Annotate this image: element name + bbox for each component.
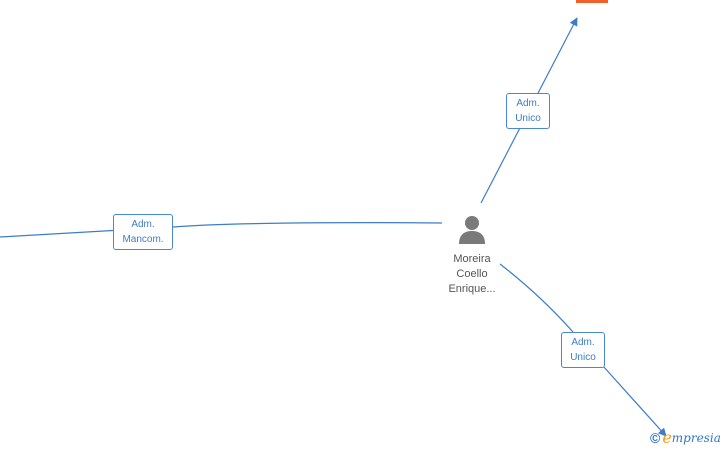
edge-label-line: Adm. bbox=[131, 219, 155, 230]
empresia-watermark: © e mpresia bbox=[650, 428, 721, 447]
logo-text: mpresia bbox=[671, 430, 721, 445]
edge-line-bottom[interactable] bbox=[499, 263, 666, 436]
person-name-line: Enrique... bbox=[448, 283, 496, 295]
copyright-icon: © bbox=[650, 429, 661, 446]
edge-label-top[interactable]: Adm. Unico bbox=[506, 93, 550, 129]
person-node[interactable]: Moreira Coello Enrique... bbox=[440, 214, 504, 297]
person-name-line: Coello bbox=[456, 268, 488, 280]
edge-label-line: Adm. bbox=[571, 337, 595, 348]
edge-label-left[interactable]: Adm. Mancom. bbox=[113, 214, 173, 250]
person-icon bbox=[459, 216, 485, 244]
edge-label-line: Unico bbox=[570, 352, 596, 363]
person-name: Moreira Coello Enrique... bbox=[440, 252, 504, 297]
edge-label-line: Adm. bbox=[516, 98, 540, 109]
edge-line-left[interactable] bbox=[0, 222, 443, 238]
person-name-line: Moreira bbox=[453, 253, 491, 265]
logo-letter-e: e bbox=[662, 428, 672, 447]
edge-label-line: Mancom. bbox=[122, 234, 164, 245]
edge-label-bottom[interactable]: Adm. Unico bbox=[561, 332, 605, 368]
company-node-top[interactable] bbox=[576, 0, 608, 3]
edge-label-line: Unico bbox=[515, 113, 541, 124]
